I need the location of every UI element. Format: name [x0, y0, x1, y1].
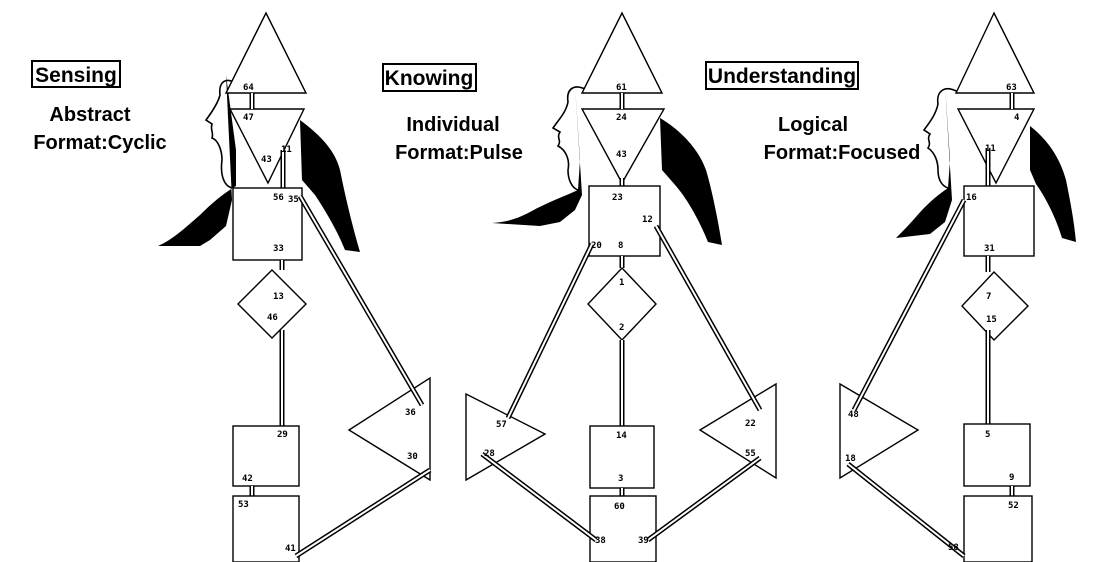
gate-label: 3	[618, 474, 623, 484]
gate-label: 36	[405, 408, 416, 418]
sensing-hair-right	[300, 120, 360, 252]
gate-label: 24	[616, 113, 627, 123]
sensing-root-center	[232, 495, 300, 562]
gate-label: 5	[985, 430, 990, 440]
sensing-throat-center	[232, 187, 303, 261]
knowing-face-profile	[551, 86, 591, 191]
knowing-throat-center	[588, 185, 661, 257]
sensing-sacral-center	[232, 425, 300, 487]
gate-label: 30	[407, 452, 418, 462]
gate-label: 18	[845, 454, 856, 464]
understanding-g-center	[961, 270, 1029, 342]
gate-label: 56	[273, 193, 284, 203]
gate-label: 2	[619, 323, 624, 333]
knowing-title: Knowing	[385, 67, 474, 90]
sensing-ajna-center	[228, 108, 306, 185]
gate-label: 53	[238, 500, 249, 510]
gate-label: 8	[618, 241, 623, 251]
gate-label: 11	[985, 144, 996, 154]
figure-understanding: Understanding Logical Format:Focused 63 …	[705, 11, 1076, 562]
understanding-sacral-center	[963, 423, 1031, 487]
gate-label: 35	[288, 195, 299, 205]
gate-label: 55	[745, 449, 756, 459]
gate-label: 13	[273, 292, 284, 302]
sensing-solar-plexus	[347, 376, 431, 482]
figure-knowing: Knowing Individual Format:Pulse	[382, 11, 777, 562]
gate-label: 61	[616, 83, 627, 93]
understanding-title: Understanding	[708, 65, 856, 88]
gate-label: 42	[242, 474, 253, 484]
gate-label: 23	[612, 193, 623, 203]
understanding-throat-center	[963, 185, 1035, 257]
understanding-hair-left	[896, 85, 952, 238]
gate-label: 57	[496, 420, 507, 430]
understanding-subtitle: Logical	[778, 114, 848, 136]
sensing-hair-left	[158, 75, 236, 246]
gate-label: 28	[484, 449, 495, 459]
understanding-root-center	[963, 495, 1033, 562]
sensing-head-center	[224, 11, 308, 94]
figure-sensing: Sensing Abstract Format:Cyclic	[31, 11, 432, 562]
gate-label: 11	[281, 145, 292, 155]
sensing-subtitle: Abstract	[49, 104, 130, 126]
gate-label: 16	[966, 193, 977, 203]
gate-label: 60	[614, 502, 625, 512]
sensing-face-profile	[204, 79, 243, 189]
gate-label: 29	[277, 430, 288, 440]
knowing-root-center	[589, 495, 657, 562]
gate-label: 46	[267, 313, 278, 323]
gate-label: 31	[984, 244, 995, 254]
gate-label: 12	[642, 215, 653, 225]
gate-label: 48	[848, 410, 859, 420]
gate-label: 7	[986, 292, 991, 302]
understanding-face-profile	[922, 88, 959, 189]
knowing-spleen-center	[465, 392, 547, 482]
gate-label: 58	[948, 543, 959, 553]
gate-label: 39	[638, 536, 649, 546]
understanding-hair-right	[1030, 126, 1076, 242]
gate-label: 1	[619, 278, 624, 288]
knowing-solar-plexus	[698, 382, 777, 480]
knowing-title-box	[382, 63, 477, 92]
sensing-title-box	[31, 60, 121, 88]
gate-label: 63	[1006, 83, 1017, 93]
understanding-format: Format:Focused	[764, 142, 921, 164]
gate-label: 14	[616, 431, 627, 441]
gate-label: 64	[243, 83, 254, 93]
gate-label: 22	[745, 419, 756, 429]
gate-label: 43	[616, 150, 627, 160]
understanding-title-box	[705, 61, 859, 90]
gate-label: 41	[285, 544, 296, 554]
knowing-head-center	[580, 11, 664, 94]
gate-label: 9	[1009, 473, 1014, 483]
knowing-format: Format:Pulse	[395, 142, 523, 164]
gate-label: 47	[243, 113, 254, 123]
sensing-format: Format:Cyclic	[33, 132, 166, 154]
knowing-subtitle: Individual	[406, 114, 499, 136]
understanding-head-center	[954, 11, 1036, 94]
understanding-spleen-center	[839, 382, 920, 480]
knowing-hair-right	[660, 118, 722, 245]
gate-label: 15	[986, 315, 997, 325]
sensing-title: Sensing	[35, 64, 117, 87]
gate-label: 20	[591, 241, 602, 251]
knowing-sacral-center	[589, 425, 655, 489]
sensing-g-center	[237, 269, 307, 339]
gate-label: 33	[273, 244, 284, 254]
understanding-ajna-center	[956, 108, 1036, 185]
gate-label: 38	[595, 536, 606, 546]
gate-label: 4	[1014, 113, 1020, 123]
gate-label: 43	[261, 155, 272, 165]
gate-label: 52	[1008, 501, 1019, 511]
